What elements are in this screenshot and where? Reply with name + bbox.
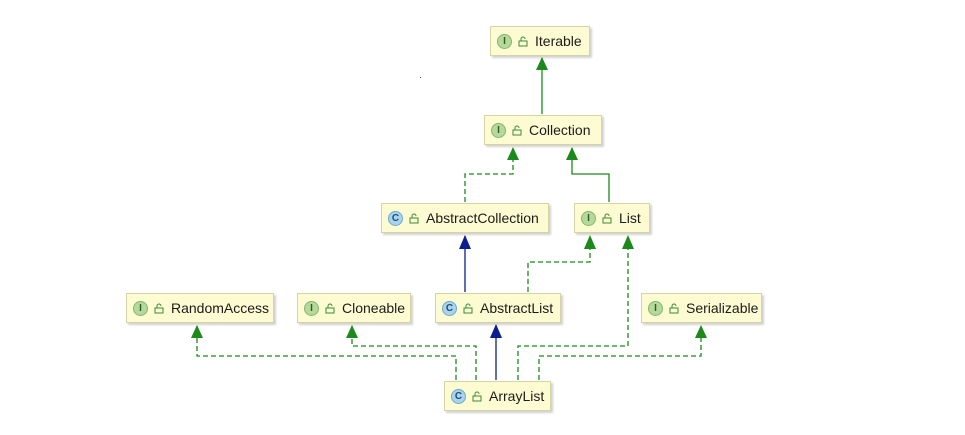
interface-icon: I xyxy=(581,210,596,226)
node-label: Iterable xyxy=(535,33,582,49)
node-label: Collection xyxy=(529,122,591,138)
node-serializable[interactable]: I Serializable xyxy=(641,293,762,323)
unlock-icon xyxy=(669,303,679,314)
node-iterable[interactable]: I Iterable xyxy=(490,26,590,56)
node-cloneable[interactable]: I Cloneable xyxy=(297,293,411,323)
interface-icon: I xyxy=(491,122,506,138)
node-label: Serializable xyxy=(686,300,759,316)
stray-dot xyxy=(420,77,421,78)
node-label: AbstractCollection xyxy=(426,210,539,226)
interface-icon: I xyxy=(133,300,148,316)
node-random-access[interactable]: I RandomAccess xyxy=(126,293,274,323)
node-abstract-list[interactable]: C AbstractList xyxy=(435,293,561,323)
class-icon: C xyxy=(442,300,457,316)
node-label: List xyxy=(619,210,641,226)
unlock-icon xyxy=(463,303,473,314)
node-label: ArrayList xyxy=(489,388,545,404)
edge-abstractcollection-collection xyxy=(464,148,514,202)
unlock-icon xyxy=(602,213,612,224)
unlock-icon xyxy=(512,125,522,136)
node-collection[interactable]: I Collection xyxy=(484,115,602,145)
class-icon: C xyxy=(388,210,403,226)
edge-arraylist-list xyxy=(517,236,629,380)
edge-arraylist-randomaccess xyxy=(196,326,457,380)
node-label: AbstractList xyxy=(480,300,554,316)
node-label: RandomAccess xyxy=(171,300,270,316)
unlock-icon xyxy=(409,213,419,224)
interface-icon: I xyxy=(304,300,319,316)
edge-abstractlist-list xyxy=(527,236,591,292)
node-list[interactable]: I List xyxy=(574,203,650,233)
unlock-icon xyxy=(518,36,528,47)
node-label: Cloneable xyxy=(342,300,406,316)
edge-arraylist-cloneable xyxy=(351,326,477,380)
class-icon: C xyxy=(451,388,466,404)
interface-icon: I xyxy=(497,33,512,49)
node-abstract-collection[interactable]: C AbstractCollection xyxy=(381,203,549,233)
edge-arraylist-serializable xyxy=(538,326,702,380)
node-array-list[interactable]: C ArrayList xyxy=(444,381,551,411)
unlock-icon xyxy=(154,303,164,314)
unlock-icon xyxy=(472,391,482,402)
interface-icon: I xyxy=(648,300,663,316)
unlock-icon xyxy=(325,303,335,314)
edge-list-collection xyxy=(571,148,610,202)
